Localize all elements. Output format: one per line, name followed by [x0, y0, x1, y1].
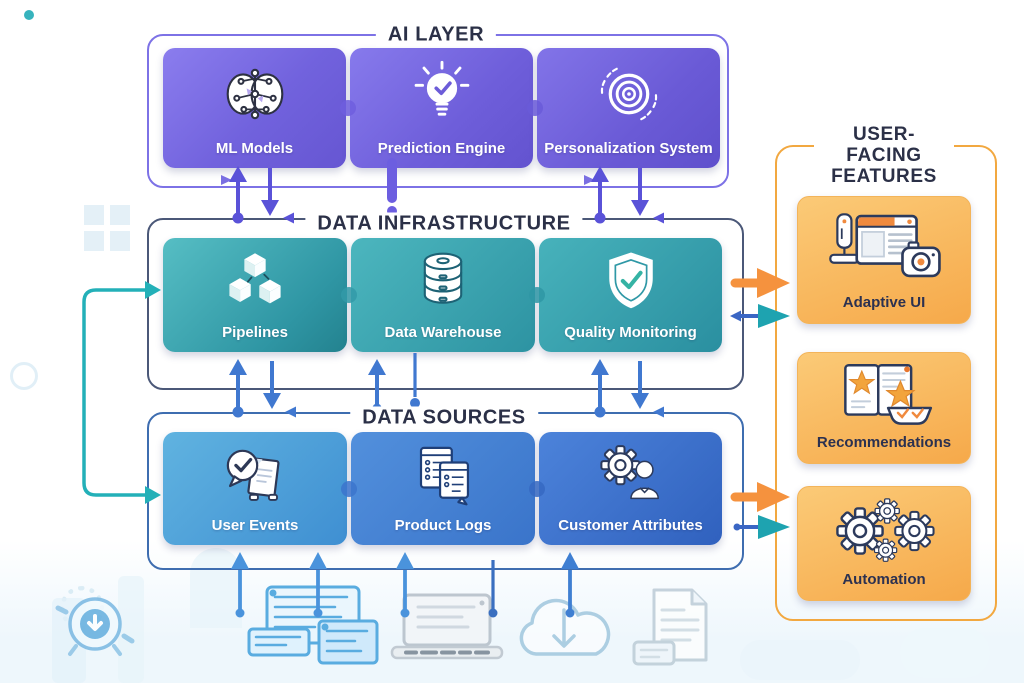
blob-shape-2	[740, 640, 860, 680]
card-label: Automation	[842, 571, 926, 588]
card-label: Pipelines	[222, 324, 288, 341]
data-infrastructure-title: DATA INFRASTRUCTURE	[305, 212, 583, 236]
card-label: Prediction Engine	[377, 140, 506, 157]
gear-person-icon	[539, 432, 722, 517]
card-data-warehouse: Data Warehouse	[351, 238, 535, 352]
card-label: Quality Monitoring	[564, 324, 697, 341]
window-grid-shape	[84, 205, 130, 251]
teal-dot	[24, 10, 34, 20]
card-label: Product Logs	[394, 517, 492, 534]
card-label: Adaptive UI	[842, 294, 926, 311]
card-label: Recommendations	[816, 434, 952, 451]
document-icon	[630, 586, 720, 675]
laptop-icon	[388, 593, 506, 670]
card-product-logs: Product Logs	[351, 432, 535, 545]
target-icon	[537, 48, 720, 140]
user-facing-features-title: USER-FACING FEATURES	[814, 122, 954, 189]
ai-layer-title: AI LAYER	[375, 23, 497, 47]
card-customer-attributes: Customer Attributes	[539, 432, 722, 545]
data-sources-title: DATA SOURCES	[350, 406, 538, 430]
panel-title-line1: USER-FACING	[846, 124, 922, 166]
lightbulb-icon	[350, 48, 533, 140]
ring-shape	[10, 362, 38, 390]
card-quality-monitoring: Quality Monitoring	[539, 238, 722, 352]
card-pipelines: Pipelines	[163, 238, 347, 352]
card-label: ML Models	[215, 140, 294, 157]
card-user-events: User Events	[163, 432, 347, 545]
logs-icon	[351, 432, 535, 517]
card-label: Personalization System	[544, 140, 713, 157]
card-personalization-system: Personalization System	[537, 48, 720, 168]
panel-title-line2: FEATURES	[831, 166, 937, 187]
shield-check-icon	[539, 238, 722, 324]
card-label: User Events	[211, 517, 299, 534]
brain-network-icon	[163, 48, 346, 140]
card-prediction-engine: Prediction Engine	[350, 48, 533, 168]
stars-pages-icon	[798, 353, 970, 434]
card-recommendations: Recommendations	[797, 352, 971, 464]
gears-icon	[798, 487, 970, 571]
browser-camera-icon	[798, 197, 970, 294]
chat-check-icon	[163, 432, 347, 517]
database-icon	[351, 238, 535, 324]
card-ml-models: ML Models	[163, 48, 346, 168]
card-adaptive-ui: Adaptive UI	[797, 196, 971, 324]
cubes-icon	[163, 238, 347, 324]
stacked-panels-icon	[245, 583, 380, 673]
card-label: Data Warehouse	[384, 324, 502, 341]
card-label: Customer Attributes	[558, 517, 703, 534]
blob-shape	[900, 628, 990, 678]
card-automation: Automation	[797, 486, 971, 601]
download-clock-icon	[50, 592, 150, 677]
cloud-download-icon	[508, 588, 620, 673]
